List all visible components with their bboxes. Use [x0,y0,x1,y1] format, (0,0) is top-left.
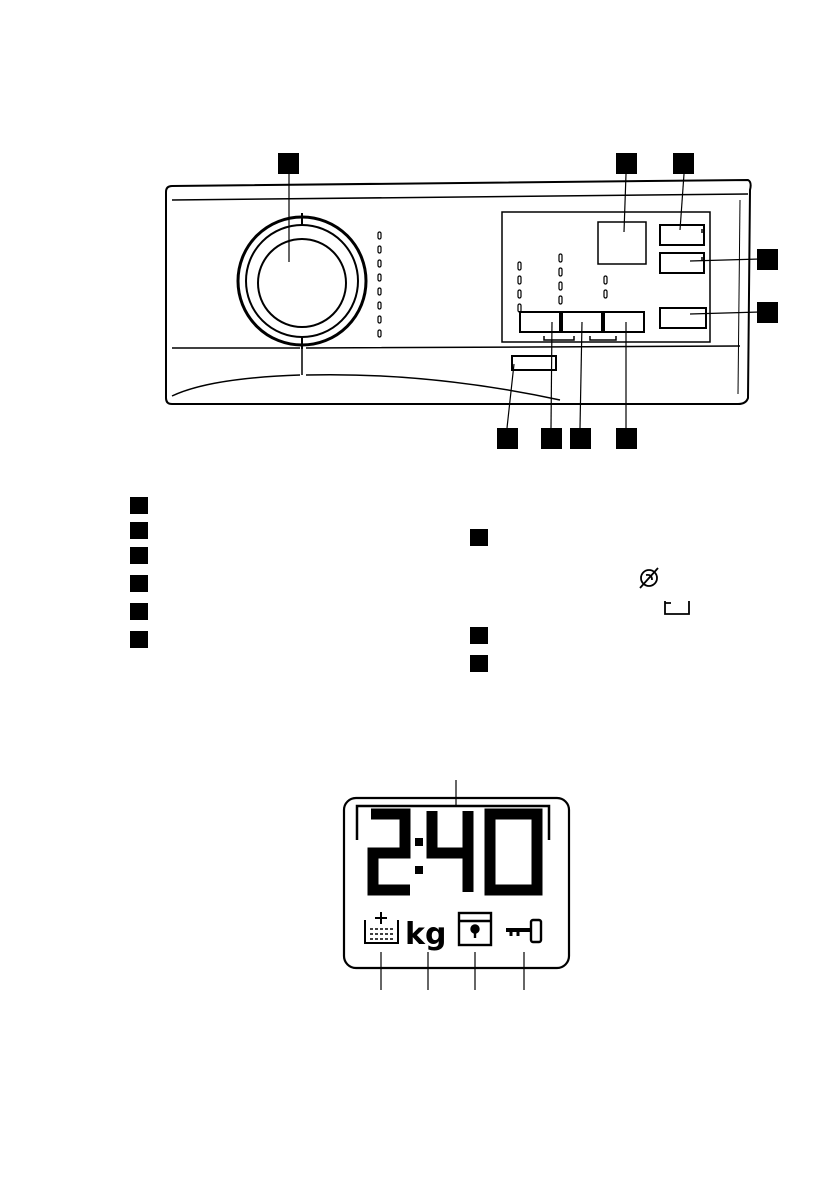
colon-bottom [415,866,423,874]
callout-marker-bottom-2 [541,428,562,449]
detergent-drawer-curve [172,375,560,400]
legend-marker [130,631,148,648]
digit-4 [432,811,468,892]
extra-rinse-icon [365,912,398,943]
top-right-button[interactable] [660,225,704,245]
legend-marker [130,575,148,592]
panel-outline [166,180,751,404]
legend-marker [470,627,488,644]
knob-ring-mid [246,225,358,337]
legend-left-markers [130,497,148,648]
callout-marker-top-right [673,153,694,174]
callout-marker-bottom-1 [497,428,518,449]
programme-indicator-leds [378,232,381,337]
panel-buttons [512,225,706,370]
start-pause-button[interactable] [660,308,706,328]
legend-marker [130,497,148,514]
control-panel [166,180,751,404]
option-button-3[interactable] [604,312,644,332]
knob-dial [258,239,346,327]
option-button-1[interactable] [520,312,560,332]
legend-marker [470,655,488,672]
callout-marker-right-1 [757,249,778,270]
on-off-button[interactable] [512,356,556,370]
legend-marker [130,522,148,539]
panel-top-lip [172,194,748,200]
programme-knob[interactable] [238,213,366,349]
panel-right-bevel [738,200,740,394]
colon-top [415,838,423,846]
callout-marker-display [616,153,637,174]
rinse-hold-icon [665,601,689,614]
callout-marker-bottom-4 [616,428,637,449]
panel-divider [172,346,740,348]
middle-right-button[interactable] [660,253,704,273]
legend-marker [470,529,488,546]
legend-right-markers [470,529,488,672]
legend-marker [130,547,148,564]
legend-marker [130,603,148,620]
door-lock-icon [459,913,491,945]
display-detail: kg [344,780,569,990]
kg-indicator: kg [405,917,446,952]
panel-display-window [598,222,646,264]
digit-0 [490,814,537,890]
time-digits [371,811,537,892]
child-lock-key-icon [506,920,541,942]
button-area-frame [502,212,710,342]
no-spin-icon [640,568,658,588]
callout-marker-knob [278,153,299,174]
callout-marker-bottom-3 [570,428,591,449]
callout-marker-right-2 [757,302,778,323]
icon-callout-lines [381,952,524,990]
digit-2 [371,814,410,890]
option-indicator-leds [518,254,607,312]
